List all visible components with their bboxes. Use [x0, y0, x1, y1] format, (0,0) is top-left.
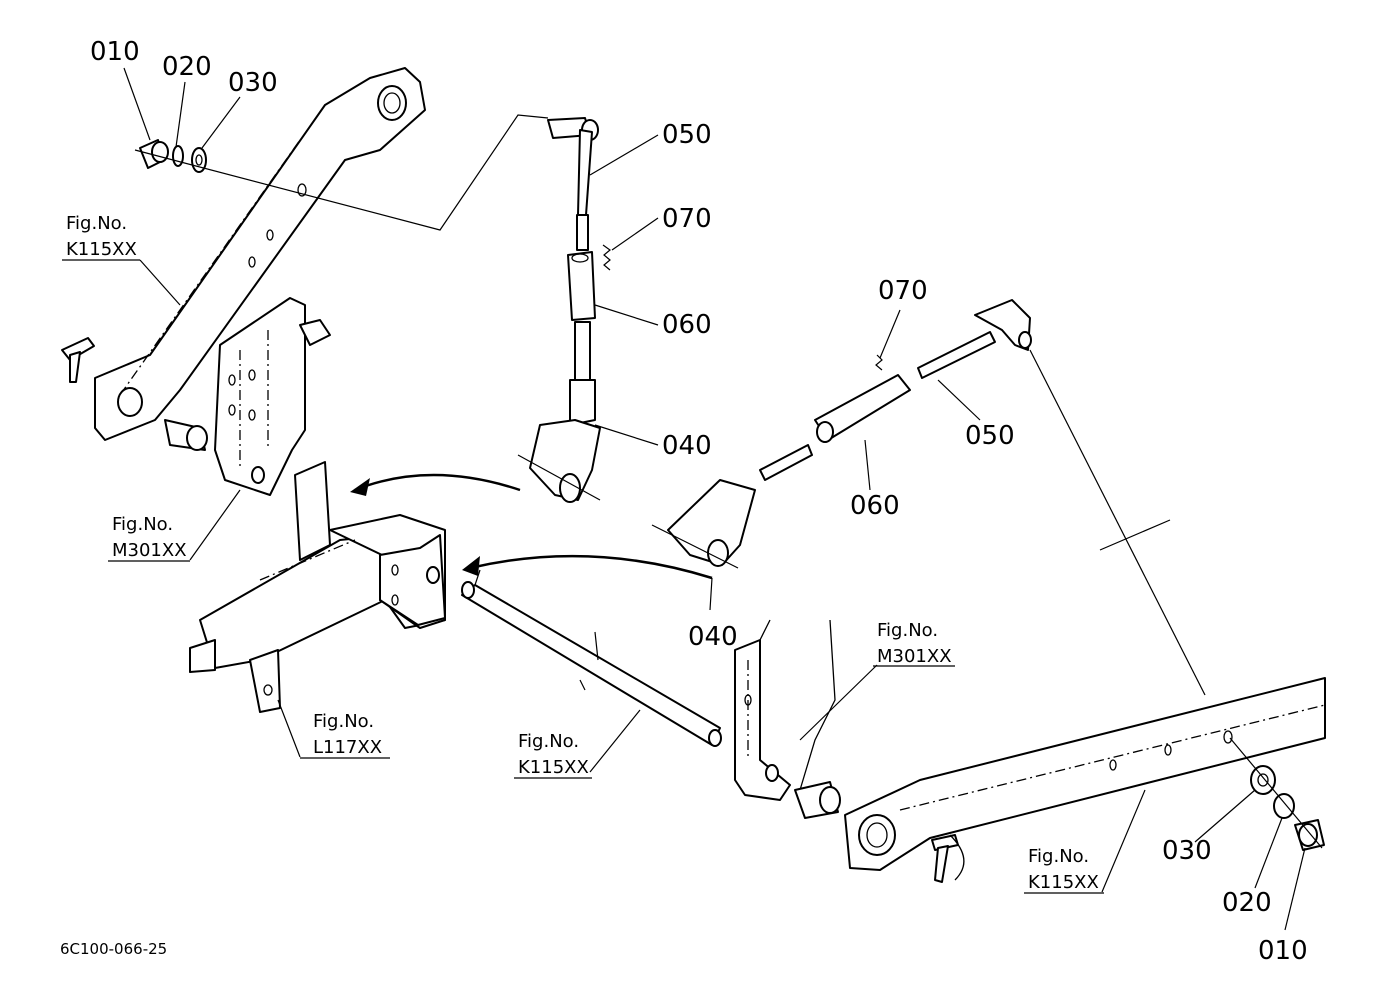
figref-k115-mid: Fig.No. K115XX — [514, 731, 592, 779]
svg-text:Fig.No.: Fig.No. — [66, 213, 127, 234]
label-070-right: 070 — [878, 276, 928, 306]
hardware-right — [1029, 349, 1325, 851]
cross-shaft — [461, 569, 722, 747]
left-bracket — [214, 297, 331, 496]
svg-text:Fig.No.: Fig.No. — [518, 731, 579, 752]
svg-text:Fig.No.: Fig.No. — [877, 620, 938, 641]
left-lower-link — [94, 67, 426, 441]
svg-text:M301XX: M301XX — [877, 646, 952, 667]
label-010-right: 010 — [1258, 936, 1308, 966]
lynch-pin-right — [931, 834, 965, 883]
svg-text:K115XX: K115XX — [1028, 872, 1099, 893]
bushing-left — [164, 419, 208, 451]
bushing-right — [794, 781, 841, 819]
label-030-right: 030 — [1162, 836, 1212, 866]
figref-l117: Fig.No. L117XX — [300, 711, 390, 759]
leader-lines — [123, 67, 1306, 931]
label-030-left: 030 — [228, 68, 278, 98]
label-070-left: 070 — [662, 204, 712, 234]
left-lift-rod — [517, 117, 611, 503]
figref-m301-right: Fig.No. M301XX — [873, 620, 955, 667]
svg-text:K115XX: K115XX — [66, 239, 137, 260]
hardware-left — [134, 114, 549, 231]
label-020-left: 020 — [162, 52, 212, 82]
svg-text:Fig.No.: Fig.No. — [112, 514, 173, 535]
svg-text:M301XX: M301XX — [112, 540, 187, 561]
label-040-right: 040 — [688, 622, 738, 652]
svg-text:K115XX: K115XX — [518, 757, 589, 778]
center-frame — [189, 461, 446, 713]
label-060-left: 060 — [662, 310, 712, 340]
svg-text:Fig.No.: Fig.No. — [1028, 846, 1089, 867]
right-bracket — [734, 619, 836, 801]
label-050-right: 050 — [965, 421, 1015, 451]
figref-m301-left: Fig.No. M301XX — [108, 514, 190, 562]
label-020-right: 020 — [1222, 888, 1272, 918]
assembly-arrows — [350, 473, 713, 580]
label-050-left: 050 — [662, 120, 712, 150]
figref-k115-right: Fig.No. K115XX — [1024, 846, 1104, 894]
label-010-left: 010 — [90, 37, 140, 67]
right-lift-rod — [651, 299, 1032, 569]
figref-k115-left: Fig.No. K115XX — [62, 213, 140, 261]
svg-text:Fig.No.: Fig.No. — [313, 711, 374, 732]
label-040-left: 040 — [662, 431, 712, 461]
right-lower-link — [844, 677, 1326, 871]
diagram-code: 6C100-066-25 — [60, 940, 167, 958]
lynch-pin-left — [61, 337, 95, 383]
label-060-right: 060 — [850, 491, 900, 521]
svg-text:L117XX: L117XX — [313, 737, 382, 758]
